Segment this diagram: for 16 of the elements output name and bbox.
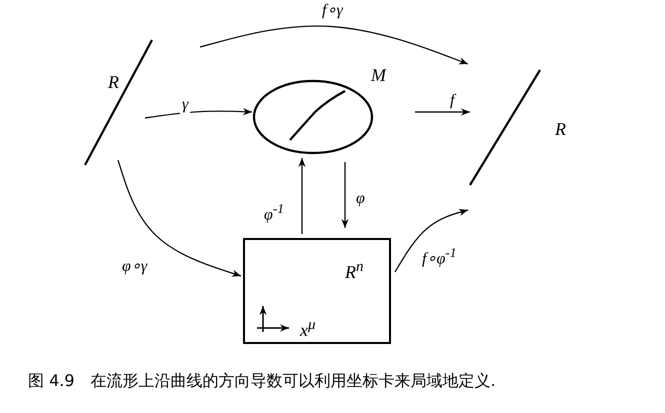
coordinate-box <box>243 238 391 344</box>
space-label: M <box>371 66 386 84</box>
figure-caption: 图 4.9 在流形上沿曲线的方向导数可以利用坐标卡来局域地定义. <box>28 371 496 392</box>
space-label: R <box>555 120 566 138</box>
coordinate-label: x$^{μ}$ <box>300 318 316 339</box>
arrow <box>415 108 470 116</box>
arrow <box>200 25 468 65</box>
arrow <box>341 162 349 228</box>
arrow <box>117 160 242 277</box>
arrow <box>144 108 252 119</box>
edge-label: f <box>448 92 456 110</box>
arrow <box>394 208 468 272</box>
arrow <box>298 158 306 234</box>
space-label: R$^{n}$ <box>345 260 364 281</box>
space-label: R <box>108 73 119 91</box>
edge-label: f∘γ <box>320 2 345 20</box>
